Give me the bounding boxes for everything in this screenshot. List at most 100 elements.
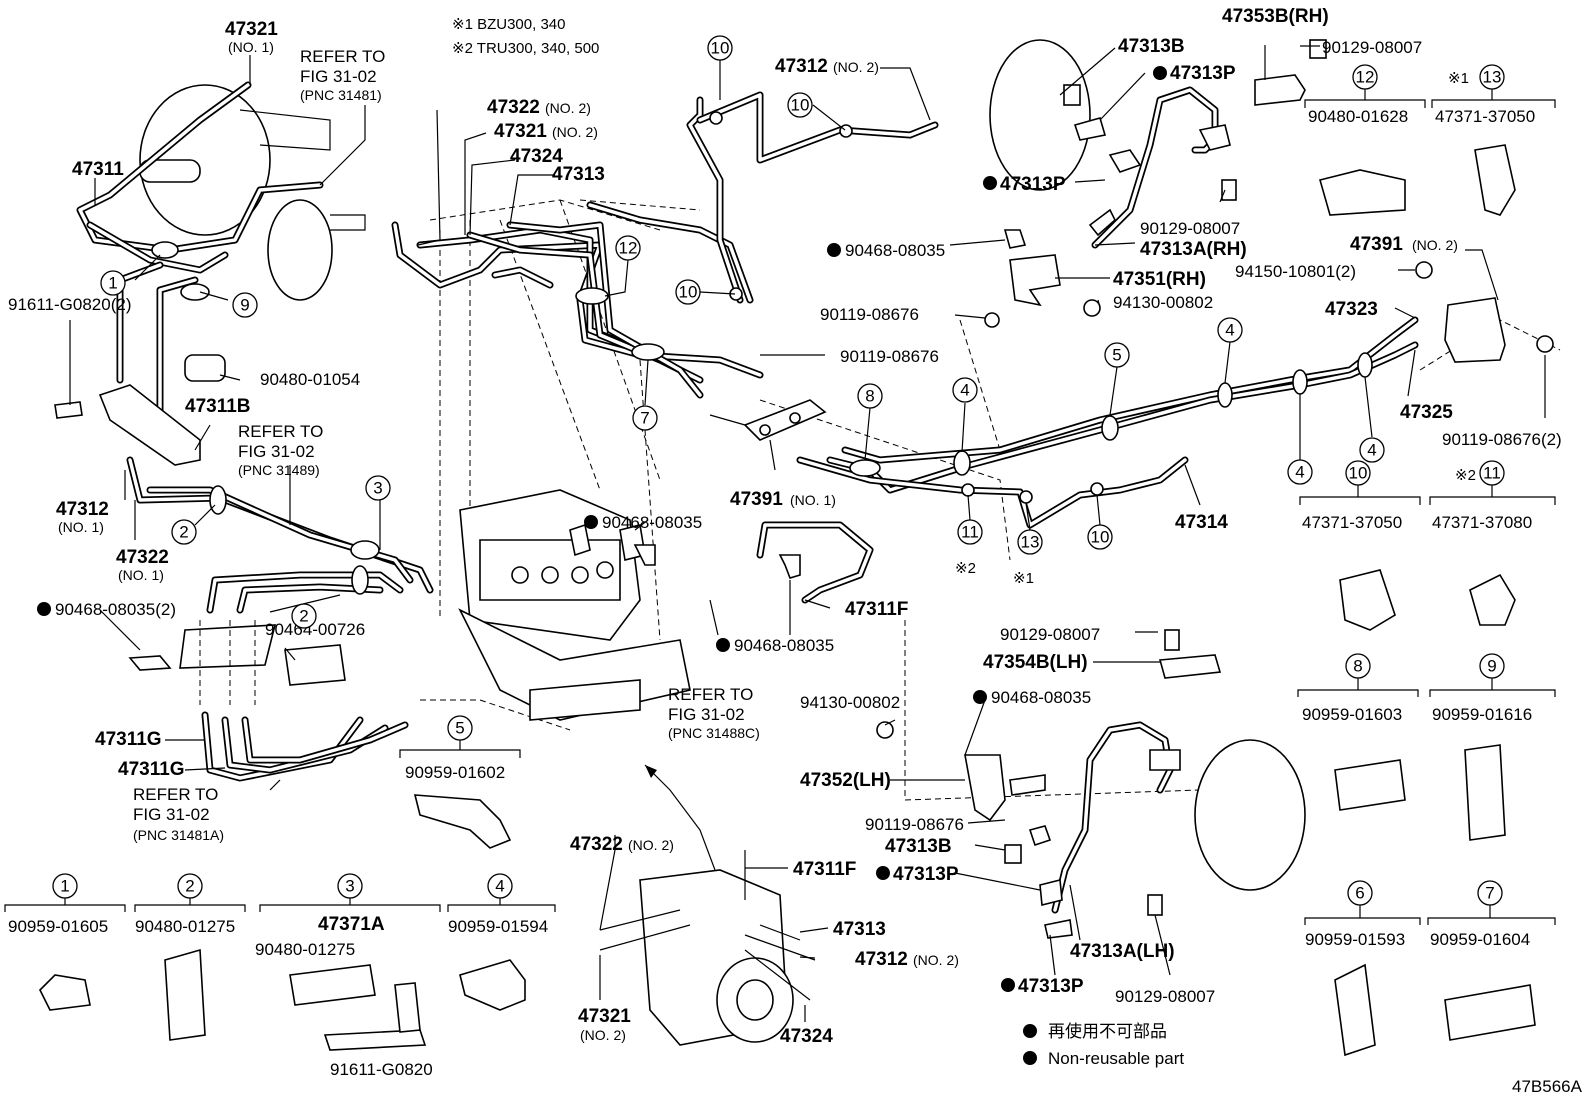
label-90468-08035-center: 90468-08035 — [602, 513, 702, 532]
non-reusable-dot — [1153, 66, 1167, 80]
label-47312-no2-top-sub: (NO. 2) — [833, 59, 879, 75]
callout-11: 11 — [961, 523, 979, 542]
table-part-12: 90480-01628 — [1308, 107, 1408, 126]
label-47313p-lh-1: 47313P — [893, 864, 959, 885]
label-47312-no1: 47312 — [56, 499, 109, 520]
label-47321-no2-bottom: 47321 — [578, 1006, 631, 1027]
non-reusable-dot — [584, 515, 598, 529]
legend-jp: 再使用不可部品 — [1048, 1021, 1167, 1041]
label-47323: 47323 — [1325, 299, 1378, 320]
legend-en: Non-reusable part — [1048, 1049, 1184, 1068]
table-part-13: 47371-37050 — [1435, 107, 1535, 126]
label-47313-top: 47313 — [552, 164, 605, 185]
callout-8: 8 — [865, 387, 874, 406]
table-part-2: 90480-01275 — [135, 917, 235, 936]
table-num-1: 1 — [60, 877, 69, 896]
label-47321-no2-top: 47321 — [494, 121, 547, 142]
label-47311g-1: 47311G — [95, 729, 162, 750]
refer-4b: FIG 31-02 — [668, 705, 745, 724]
label-47321-no2-bottom-sub: (NO. 2) — [580, 1027, 626, 1043]
callout-10c: 10 — [679, 283, 698, 302]
label-47391-no1-sub: (NO. 1) — [790, 492, 836, 508]
refer-4a: REFER TO — [668, 685, 753, 704]
label-47322-no2-bottom: 47322 — [570, 834, 623, 855]
rear-lh-drum-and-hose — [876, 629, 1306, 939]
callout-1: 1 — [108, 274, 117, 293]
diagram-callouts: 1 9 2 3 2 10 10 12 10 7 8 4 11 13 10 5 4… — [100, 35, 1385, 741]
label-47311b: 47311B — [185, 396, 251, 417]
table-num-9: 9 — [1487, 657, 1496, 676]
label-47313-bottom: 47313 — [833, 919, 886, 940]
label-90129-08007-c: 90129-08007 — [1000, 625, 1100, 644]
upper-clamps — [575, 111, 853, 361]
label-47322-no2-top: 47322 — [487, 97, 540, 118]
callout-4d: 4 — [1367, 441, 1376, 460]
table-part-4: 90959-01594 — [448, 917, 548, 936]
label-90119-08676-mid: 90119-08676 — [840, 347, 939, 366]
mark-note2: ※2 — [955, 560, 976, 577]
label-47311f-upper: 47311F — [845, 599, 908, 620]
callout-10a: 10 — [711, 39, 730, 58]
label-47322-no1: 47322 — [116, 547, 169, 568]
refer-3b: FIG 31-02 — [133, 805, 210, 824]
refer-1b: FIG 31-02 — [300, 67, 377, 86]
table-part-8: 90959-01603 — [1302, 705, 1402, 724]
upper-centre-pipes — [391, 91, 939, 399]
pipe-47311f — [633, 521, 874, 604]
label-90480-01054: 90480-01054 — [260, 370, 360, 389]
label-47313p-rh-2: 47313P — [1000, 174, 1066, 195]
label-47321-no2-top-sub: (NO. 2) — [552, 124, 598, 140]
callout-7: 7 — [640, 409, 649, 428]
main-rear-pipes — [796, 316, 1419, 529]
refer-2b: FIG 31-02 — [238, 442, 315, 461]
callout-4a: 4 — [960, 381, 969, 400]
table-num-7: 7 — [1485, 884, 1494, 903]
table-part-10: 47371-37050 — [1302, 513, 1402, 532]
table-part-3: 47371A — [318, 914, 385, 935]
lower-abs-illustration — [599, 764, 816, 1046]
table-num-8: 8 — [1353, 657, 1362, 676]
label-47313a-lh: 47313A(LH) — [1070, 941, 1175, 962]
table-num-3: 3 — [345, 877, 354, 896]
label-47353b-rh: 47353B(RH) — [1222, 6, 1329, 27]
label-90464-00726: 90464-00726 — [265, 620, 365, 639]
table-part-1: 90959-01605 — [8, 917, 108, 936]
callout-4c: 4 — [1295, 463, 1304, 482]
label-47312-no2-top: 47312 — [775, 56, 828, 77]
part-labels: 47321 (NO. 1) REFER TO FIG 31-02 (PNC 31… — [8, 6, 1562, 1047]
refer-1a: REFER TO — [300, 47, 385, 66]
label-47312-no1-sub: (NO. 1) — [58, 519, 104, 535]
callout-2b: 2 — [299, 607, 308, 626]
label-47324-top: 47324 — [510, 146, 563, 167]
label-47313p-rh-1: 47313P — [1170, 63, 1236, 84]
label-47312-no2-bottom: 47312 — [855, 949, 908, 970]
leader-lines — [69, 45, 1546, 1022]
non-reusable-dot — [876, 866, 890, 880]
label-47313p-lh-2: 47313P — [1018, 976, 1084, 997]
table-mark-11: ※2 — [1455, 467, 1476, 484]
table-mark-13: ※1 — [1448, 70, 1469, 87]
table-num-12: 12 — [1356, 68, 1375, 87]
left-clamps — [151, 241, 380, 595]
label-90468-08035-lh: 90468-08035 — [991, 688, 1091, 707]
label-90468-08035-rh: 90468-08035 — [845, 241, 945, 260]
clamp-table-right: 12 90480-01628 ※1 13 47371-37050 10 4737… — [1297, 64, 1556, 1057]
label-47324-bottom: 47324 — [780, 1026, 833, 1047]
label-90468-08035-lower: 90468-08035 — [734, 636, 834, 655]
legend-dot — [1023, 1024, 1037, 1038]
callout-2a: 2 — [179, 523, 188, 542]
label-47322-no2-top-sub: (NO. 2) — [545, 100, 591, 116]
callout-4b: 4 — [1225, 321, 1234, 340]
label-47325: 47325 — [1400, 402, 1453, 423]
refer-1c: (PNC 31481) — [300, 87, 382, 103]
label-90119-08676-2: 90119-08676(2) — [1442, 430, 1562, 449]
label-47312-no2-bottom-sub: (NO. 2) — [913, 952, 959, 968]
table-num-11: 11 — [1483, 464, 1501, 483]
label-90129-08007-a: 90129-08007 — [1322, 38, 1422, 57]
label-47322-no2-bottom-sub: (NO. 2) — [628, 837, 674, 853]
label-47311: 47311 — [72, 159, 124, 180]
refer-2a: REFER TO — [238, 422, 323, 441]
refer-4c: (PNC 31488C) — [668, 725, 760, 741]
label-47391-no2: 47391 — [1350, 234, 1403, 255]
label-90468-08035-2: 90468-08035(2) — [55, 600, 176, 619]
